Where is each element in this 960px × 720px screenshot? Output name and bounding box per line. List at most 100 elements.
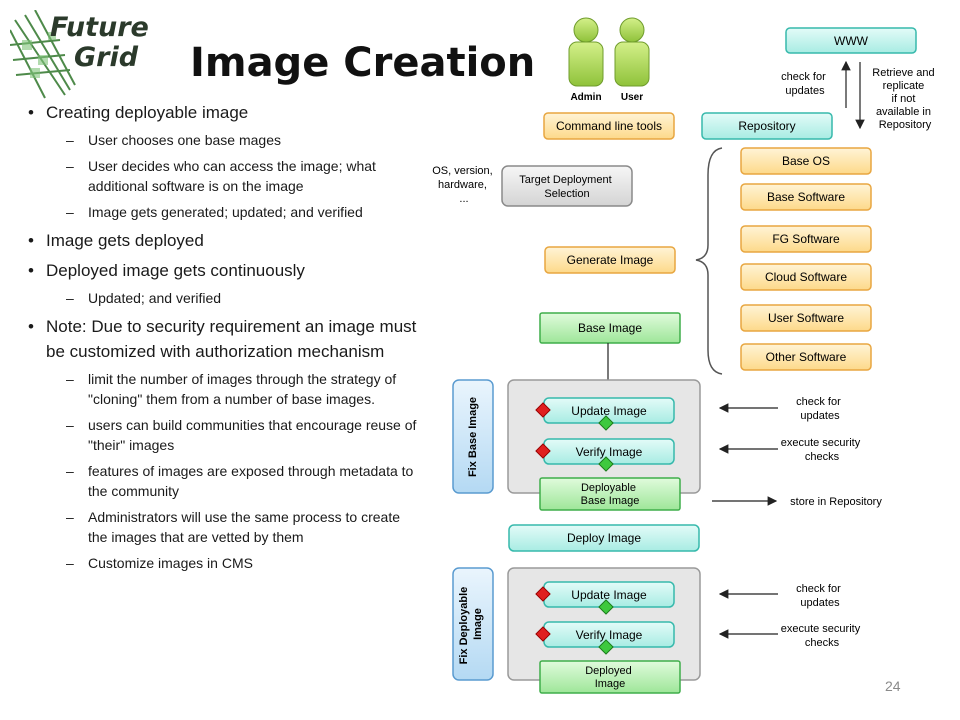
- security-note-1: execute security checks: [781, 437, 864, 463]
- software-option-label: Base OS: [782, 154, 830, 168]
- sub-bullet-item: –limit the number of images through the …: [20, 369, 420, 409]
- fix-deployable-image-label: Fix Deployable Image: [458, 584, 484, 665]
- bullet-dash-icon: –: [66, 417, 74, 433]
- command-line-tools-box: [543, 112, 675, 140]
- sub-bullet-item: –Updated; and verified: [20, 288, 420, 308]
- software-option-label: FG Software: [772, 232, 840, 246]
- sub-bullet-item: –User chooses one base mages: [20, 130, 420, 150]
- store-repository-note: store in Repository: [790, 496, 882, 508]
- software-option-box: [740, 225, 872, 253]
- repository-label: Repository: [738, 119, 795, 133]
- bullet-text: Deployed image gets continuously: [46, 261, 305, 280]
- bullet-dash-icon: –: [66, 158, 74, 174]
- bullet-text: Note: Due to security requirement an ima…: [46, 317, 417, 361]
- bullet-dash-icon: –: [66, 509, 74, 525]
- bullet-dash-icon: –: [66, 132, 74, 148]
- bullet-dash-icon: –: [66, 555, 74, 571]
- user-label: User: [621, 92, 643, 103]
- sub-bullet-item: –Image gets generated; updated; and veri…: [20, 202, 420, 222]
- check-updates-note-2: check for updates: [796, 583, 844, 609]
- bullet-item: • Note: Due to security requirement an im…: [20, 314, 420, 364]
- sub-bullet-item: –Administrators will use the same proces…: [20, 507, 420, 547]
- bullet-text: Updated; and verified: [88, 290, 222, 306]
- verify-image-label-2: Verify Image: [576, 628, 643, 642]
- target-deployment-label: Target Deployment Selection: [519, 174, 614, 200]
- deployed-image-box: [539, 660, 681, 694]
- fix-base-image-box: [452, 379, 494, 494]
- bullet-dash-icon: –: [66, 204, 74, 220]
- fix-deployable-image-box: [452, 567, 494, 681]
- security-note-2: execute security checks: [781, 623, 864, 649]
- target-deployment-box: [501, 165, 633, 207]
- software-option-label: User Software: [768, 311, 844, 325]
- deployable-base-image-box: [539, 477, 681, 511]
- generate-image-box: [544, 246, 676, 274]
- verify-image-label-1: Verify Image: [576, 445, 643, 459]
- green-diamond-icon: [598, 456, 614, 472]
- deploy-image-box: [508, 524, 700, 552]
- software-option-label: Cloud Software: [765, 270, 847, 284]
- software-option-label: Base Software: [767, 190, 845, 204]
- software-option-label: Other Software: [766, 350, 847, 364]
- red-diamond-icon: [535, 626, 551, 642]
- page-number: 24: [885, 678, 901, 694]
- bullet-text: Administrators will use the same process…: [88, 509, 401, 545]
- bullet-dot-icon: •: [28, 261, 34, 280]
- www-label: WWW: [834, 34, 869, 48]
- bullet-dot-icon: •: [28, 103, 34, 122]
- software-option-box: [740, 304, 872, 332]
- generate-image-label: Generate Image: [567, 253, 654, 267]
- bullet-dash-icon: –: [66, 290, 74, 306]
- bullet-text: Image gets generated; updated; and verif…: [88, 204, 363, 220]
- command-line-tools-label: Command line tools: [556, 119, 662, 133]
- admin-label: Admin: [570, 92, 601, 103]
- software-option-box: [740, 343, 872, 371]
- retrieve-note: Retrieve and replicate if not available …: [872, 67, 937, 131]
- bullet-text: Creating deployable image: [46, 103, 249, 122]
- software-option-box: [740, 263, 872, 291]
- bullet-text: users can build communities that encoura…: [88, 417, 417, 453]
- software-option-box: [740, 183, 872, 211]
- check-updates-note-1: check for updates: [796, 396, 844, 422]
- software-brace: [695, 147, 723, 375]
- bullet-item: • Deployed image gets continuously: [20, 258, 420, 283]
- fix-base-container: [507, 379, 701, 494]
- repository-box: [701, 112, 833, 140]
- red-diamond-icon: [535, 586, 551, 602]
- bullet-text: features of images are exposed through m…: [88, 463, 414, 499]
- red-diamond-icon: [535, 443, 551, 459]
- deployed-image-label: Deployed Image: [585, 665, 635, 690]
- update-image-label-2: Update Image: [571, 588, 647, 602]
- green-diamond-icon: [598, 599, 614, 615]
- deployable-base-image-label: Deployable Base Image: [581, 482, 640, 507]
- bullet-item: •Image gets deployed: [20, 228, 420, 253]
- admin-person-icon: [568, 17, 604, 87]
- base-image-box: [539, 312, 681, 344]
- sub-bullet-item: –Customize images in CMS: [20, 553, 420, 573]
- bullet-list: •Creating deployable image–User chooses …: [20, 100, 420, 579]
- green-diamond-icon: [598, 415, 614, 431]
- bullet-dash-icon: –: [66, 371, 74, 387]
- update-image-label-1: Update Image: [571, 404, 647, 418]
- page-title: Image Creation: [190, 40, 536, 86]
- bullet-text: User chooses one base mages: [88, 132, 281, 148]
- bullet-text: User decides who can access the image; w…: [88, 158, 376, 194]
- logo-line2: Grid: [74, 42, 139, 73]
- base-image-label: Base Image: [578, 321, 642, 335]
- bullet-text: Customize images in CMS: [88, 555, 253, 571]
- bullet-dash-icon: –: [66, 463, 74, 479]
- deploy-image-label: Deploy Image: [567, 531, 641, 545]
- green-diamond-icon: [598, 639, 614, 655]
- sub-bullet-item: –features of images are exposed through …: [20, 461, 420, 501]
- bullet-dot-icon: •: [28, 317, 34, 336]
- red-diamond-icon: [535, 402, 551, 418]
- os-version-note: OS, version, hardware, ...: [432, 165, 496, 205]
- bullet-dot-icon: •: [28, 231, 34, 250]
- sub-bullet-item: –users can build communities that encour…: [20, 415, 420, 455]
- fix-base-image-label: Fix Base Image: [467, 397, 479, 477]
- user-person-icon: [614, 17, 650, 87]
- bullet-text: limit the number of images through the s…: [88, 371, 397, 407]
- future-grid-logo: Future Grid: [9, 9, 150, 100]
- status-diamonds: [535, 402, 614, 655]
